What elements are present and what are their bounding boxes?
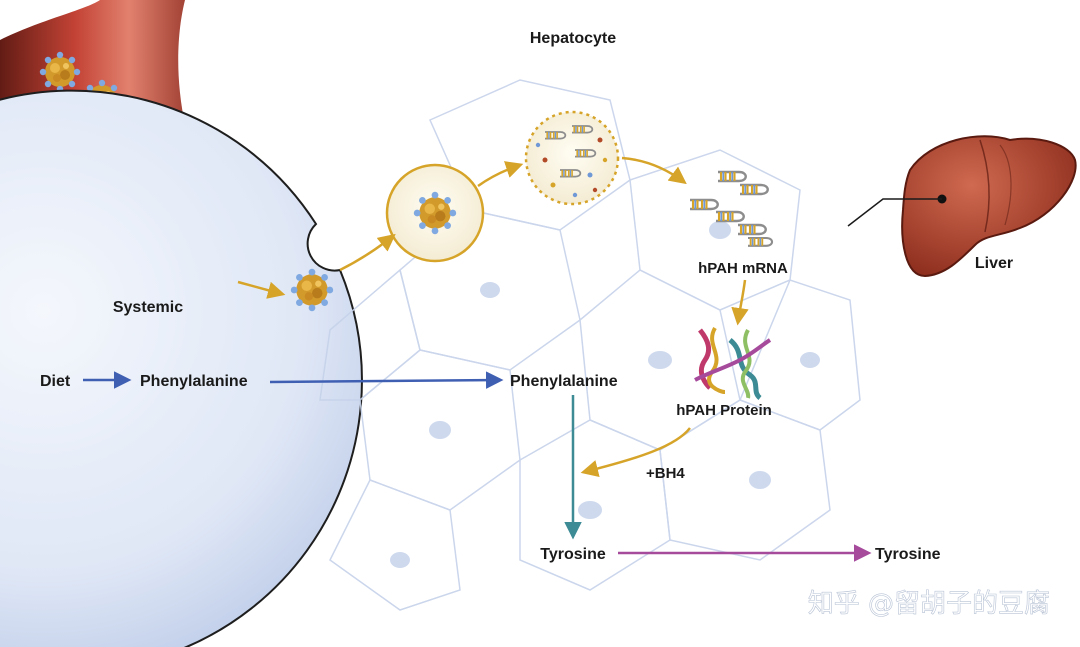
nanoparticle-at-membrane: [290, 268, 334, 312]
hpah-mrna-label: hPAH mRNA: [698, 260, 788, 277]
bh4-label: +BH4: [646, 465, 685, 482]
mrna-cluster: [688, 170, 774, 247]
tyrosine-outside-label: Tyrosine: [875, 546, 941, 563]
hepatocyte-cell: [0, 79, 861, 647]
liver-label: Liver: [975, 255, 1013, 272]
endosome: [385, 163, 485, 263]
liver-pointer-line: [847, 198, 942, 227]
diet-label: Diet: [40, 373, 71, 390]
tyrosine-inside-label: Tyrosine: [540, 546, 606, 563]
watermark-text: 知乎 @留胡子的豆腐: [808, 589, 1050, 619]
phenylalanine-outside-label: Phenylalanine: [140, 373, 248, 390]
phenylalanine-inside-label: Phenylalanine: [510, 373, 618, 390]
ruptured-vesicle: [524, 110, 620, 206]
hpah-protein-label: hPAH Protein: [676, 402, 772, 419]
systemic-label: Systemic: [113, 299, 183, 316]
phenylalanine-arrows: [83, 371, 504, 389]
delivery-arrows: [237, 156, 749, 478]
hpah-protein-helices: [694, 326, 772, 400]
liver-organ: [901, 135, 1077, 278]
hepatocyte-label: Hepatocyte: [530, 30, 616, 47]
